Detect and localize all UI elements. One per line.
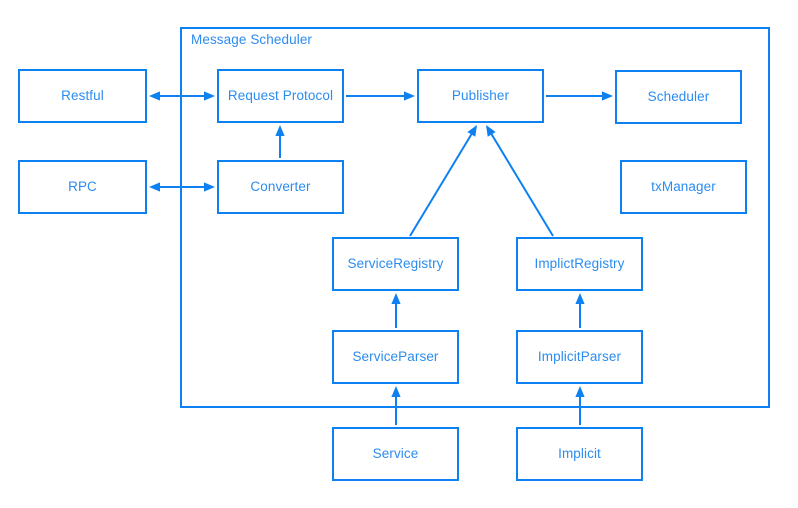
node-service-parser[interactable]: ServiceParser [332,330,459,384]
node-label-service-registry: ServiceRegistry [347,256,444,272]
node-label-service: Service [372,446,419,462]
node-label-request-protocol: Request Protocol [227,88,334,104]
node-request-protocol[interactable]: Request Protocol [217,69,344,123]
node-service[interactable]: Service [332,427,459,481]
node-rpc[interactable]: RPC [18,160,147,214]
node-txmanager[interactable]: txManager [620,160,747,214]
node-label-scheduler: Scheduler [647,89,710,105]
node-implict-registry[interactable]: ImplictRegistry [516,237,643,291]
node-label-implicit: Implicit [558,446,601,462]
node-label-publisher: Publisher [451,88,510,104]
node-label-rpc: RPC [68,179,97,195]
node-scheduler[interactable]: Scheduler [615,70,742,124]
node-publisher[interactable]: Publisher [417,69,544,123]
arrowhead-back-restful-request-protocol [149,91,160,101]
node-label-implicit-parser: ImplicitParser [537,349,622,365]
message-scheduler-container [180,27,770,408]
message-scheduler-container-label: Message Scheduler [191,32,313,47]
node-label-service-parser: ServiceParser [352,349,439,365]
node-label-implict-registry: ImplictRegistry [534,256,625,272]
node-converter[interactable]: Converter [217,160,344,214]
node-label-restful: Restful [61,88,104,104]
node-implicit[interactable]: Implicit [516,427,643,481]
arrowhead-back-rpc-converter [149,182,160,192]
node-label-converter: Converter [250,179,311,195]
node-restful[interactable]: Restful [18,69,147,123]
node-label-txmanager: txManager [651,179,716,195]
node-service-registry[interactable]: ServiceRegistry [332,237,459,291]
node-implicit-parser[interactable]: ImplicitParser [516,330,643,384]
